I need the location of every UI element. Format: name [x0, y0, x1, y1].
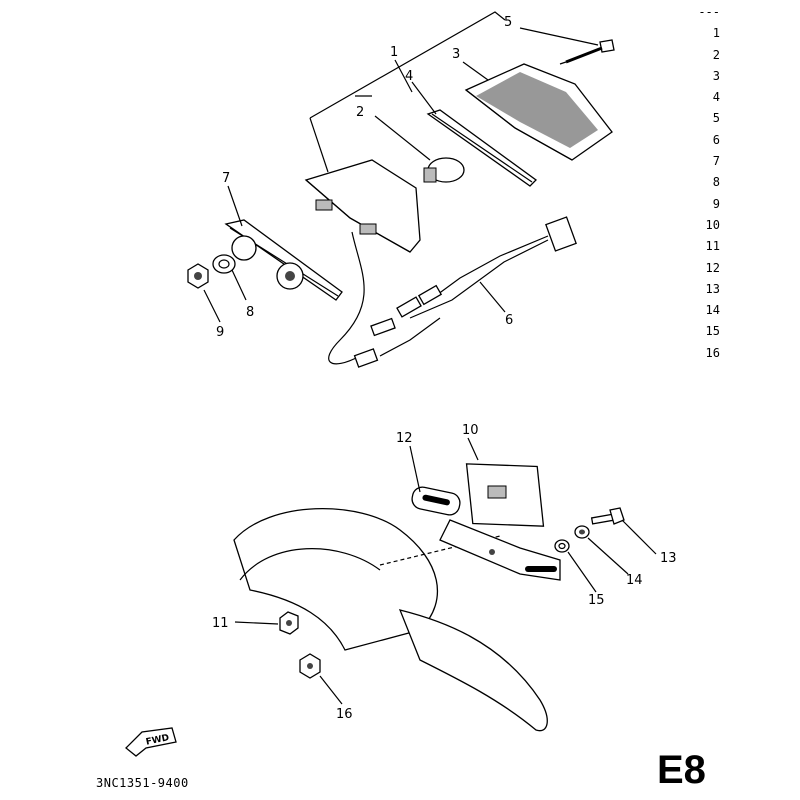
grommet-part-8: [212, 254, 236, 274]
callout-10: 10: [462, 423, 479, 438]
side-index-item: 11: [705, 239, 720, 254]
callout-3: 3: [452, 47, 460, 62]
side-index-item: 6: [712, 132, 720, 147]
housing-part-1: [304, 159, 421, 365]
side-index-item: 7: [712, 154, 720, 169]
side-index-item: ---: [698, 5, 720, 19]
side-index-item: 10: [705, 217, 720, 232]
license-bracket: [439, 519, 561, 581]
leader-lines-lower: [234, 437, 657, 705]
gasket-part-4: [426, 109, 537, 187]
side-index-item: 13: [705, 281, 720, 296]
callout-6: 6: [505, 313, 513, 328]
wire-harness-part-6: [353, 216, 577, 368]
callout-16: 16: [336, 707, 353, 722]
side-index-item: 16: [705, 345, 720, 360]
forward-arrow-icon: FWD: [125, 727, 177, 757]
callout-12: 12: [396, 431, 413, 446]
washer-part-15: [554, 539, 570, 553]
rear-fender: [233, 508, 548, 732]
base-plate-part-7: [224, 219, 343, 301]
page-code: E8: [657, 748, 706, 792]
screw-part-5: [519, 27, 615, 65]
callout-11: 11: [212, 616, 229, 631]
leader-lines-upper: [203, 59, 506, 323]
callout-4: 4: [405, 69, 413, 84]
callout-5: 5: [504, 15, 512, 30]
callout-14: 14: [626, 573, 643, 588]
side-index-item: 4: [712, 90, 720, 105]
nut-part-9: [187, 263, 209, 289]
callout-15: 15: [588, 593, 605, 608]
side-index-item: 14: [705, 303, 720, 318]
reflector-part-10: [465, 463, 545, 527]
callout-9: 9: [216, 325, 224, 340]
fwd-label: FWD: [145, 733, 170, 748]
callout-8: 8: [246, 305, 254, 320]
side-index-item: 12: [705, 260, 720, 275]
side-index-item: 9: [712, 196, 720, 211]
diagram-code: 3NC1351-9400: [96, 776, 189, 790]
nut-part-16: [299, 653, 321, 679]
callout-7: 7: [222, 171, 230, 186]
side-index-item: 15: [705, 324, 720, 339]
side-index-item: 3: [712, 68, 720, 83]
side-index-item: 1: [712, 26, 720, 41]
callout-1: 1: [390, 45, 398, 60]
nut-part-11: [279, 611, 299, 635]
lens-part-3: [464, 63, 613, 161]
side-index-item: 2: [712, 47, 720, 62]
side-index-item: 5: [712, 111, 720, 126]
side-index-item: 8: [712, 175, 720, 190]
bolt-part-13: [590, 507, 625, 525]
bulb-part-2: [423, 157, 465, 183]
callout-13: 13: [660, 551, 677, 566]
assembly-bracket-lines: [309, 11, 506, 173]
callout-2: 2: [356, 105, 364, 120]
bracket-part-12: [411, 486, 461, 516]
washer-part-14: [574, 525, 590, 539]
